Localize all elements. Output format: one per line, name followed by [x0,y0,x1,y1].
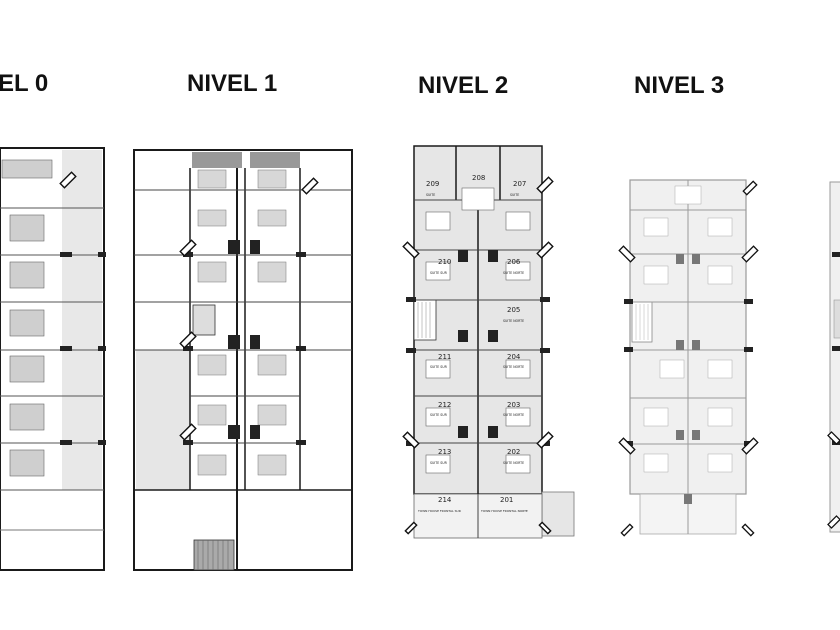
level-2-title: NIVEL 2 [418,72,509,99]
plan-level-4-edge [827,181,840,533]
level-0-title: EL 0 [0,70,49,97]
level-3-stair [631,301,653,343]
plan-level-2: 209 208 207 210 206 205 211 204 212 203 … [402,145,575,539]
unit-202: 202 [507,448,520,456]
label-suite-sur-210: SUITE SUR [430,271,448,275]
plan-level-0 [0,147,106,571]
level-1-stair [193,539,235,571]
unit-201: 201 [500,496,513,504]
level-0-corridor [62,150,102,490]
label-suite-norte-205: SUITE NORTE [503,319,524,323]
label-suite-norte-202: SUITE NORTE [503,461,524,465]
unit-205: 205 [507,306,520,314]
label-suite-207: SUITE [510,193,519,197]
unit-208: 208 [472,174,485,182]
level-1-title: NIVEL 1 [187,70,278,97]
label-suite-sur-212: SUITE SUR [430,413,448,417]
level-2-stair [413,299,437,341]
unit-206: 206 [507,258,521,266]
unit-213: 213 [438,448,451,456]
plan-level-3 [618,179,759,537]
label-townhouse-norte: TOWN HOUSE FRONTAL NORTE [480,509,528,513]
label-suite-sur-211: SUITE SUR [430,365,448,369]
unit-207: 207 [513,180,526,188]
level-0-balcony-marker [59,171,77,189]
label-suite-norte-203: SUITE NORTE [503,413,524,417]
label-suite-norte-206: SUITE NORTE [503,271,524,275]
unit-214: 214 [438,496,452,504]
unit-212: 212 [438,401,451,409]
label-suite-sur-213: SUITE SUR [430,461,448,465]
unit-204: 204 [507,353,521,361]
unit-203: 203 [507,401,520,409]
plan-level-1 [133,149,353,571]
level-3-title: NIVEL 3 [634,72,725,99]
unit-211: 211 [438,353,451,361]
unit-210: 210 [438,258,451,266]
label-suite-norte-204: SUITE NORTE [503,365,524,369]
label-suite-209: SUITE [426,193,435,197]
unit-209: 209 [426,180,439,188]
label-townhouse-sur: TOWN HOUSE FRONTAL SUR [417,509,461,513]
level-1-left-court [136,350,190,490]
